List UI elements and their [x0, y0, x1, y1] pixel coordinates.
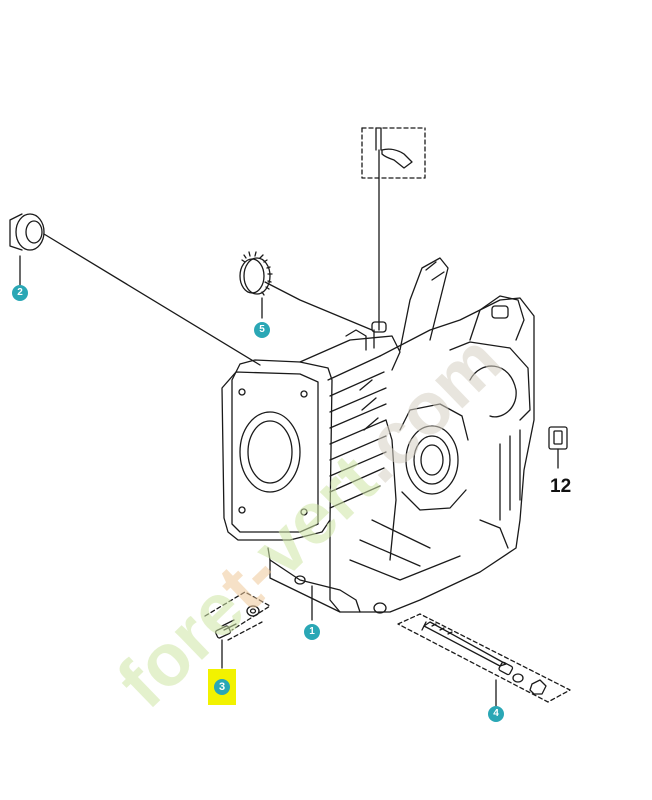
callout-1[interactable]: 1: [304, 624, 320, 640]
callout-5[interactable]: 5: [254, 322, 270, 338]
crankcase[interactable]: [221, 257, 535, 614]
governor-gear[interactable]: [239, 251, 373, 331]
oil-seal[interactable]: [9, 213, 261, 366]
small-block-12[interactable]: [548, 426, 568, 469]
callout-4[interactable]: 4: [488, 706, 504, 722]
callout-3-highlighted[interactable]: 3: [208, 669, 236, 705]
callout-2[interactable]: 2: [12, 285, 28, 301]
bolt-group-3[interactable]: [204, 591, 271, 669]
part-number-12[interactable]: 12: [550, 476, 572, 497]
rod-group-4[interactable]: [397, 613, 571, 707]
top-accessory-group: [361, 127, 426, 331]
callout-3: 3: [214, 679, 230, 695]
